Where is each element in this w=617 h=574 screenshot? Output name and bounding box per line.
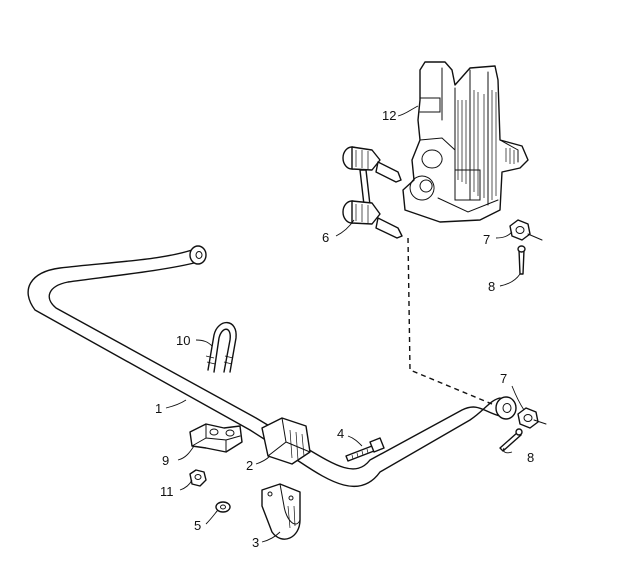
callout-8b: 8 [527,450,534,465]
callout-4: 4 [337,426,344,441]
callout-7a: 7 [483,232,490,247]
nut-upper-right [509,219,531,241]
nut-lower [189,469,207,487]
u-bolt [205,321,237,373]
callout-1: 1 [155,401,162,416]
nut-lower-right [517,407,539,429]
assembly-line [407,237,493,405]
callout-10: 10 [176,333,190,348]
washer [215,501,231,513]
callout-12: 12 [382,108,396,123]
axis-mark-upper [527,233,543,241]
callout-11: 11 [160,484,174,499]
axis-mark-lower [533,419,547,425]
clamp [261,483,301,540]
bolt [345,437,385,462]
axle-bracket [402,61,529,223]
callout-8a: 8 [488,279,495,294]
callout-2: 2 [246,458,253,473]
bush [261,417,311,465]
mounting-bracket [189,423,243,453]
callout-9: 9 [162,453,169,468]
callout-6: 6 [322,230,329,245]
callout-3: 3 [252,535,259,550]
callout-7b: 7 [500,371,507,386]
stabiliser-link [342,146,403,239]
anti-roll-bar [27,245,517,488]
split-pin-lower [499,428,523,452]
leader-lines [165,105,525,543]
split-pin-upper [517,245,526,275]
callout-5: 5 [194,518,201,533]
